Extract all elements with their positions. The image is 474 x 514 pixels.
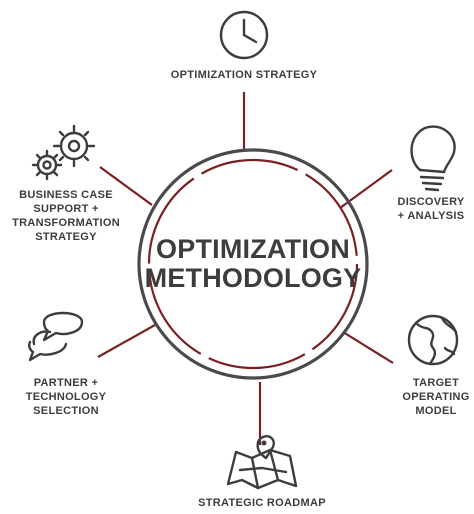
globe-icon [407, 314, 459, 366]
node-label-target-line1: TARGET [413, 377, 459, 389]
node-label-discovery-line2: + ANALYSIS [398, 210, 465, 222]
gears-icon [31, 124, 96, 181]
node-label-optimization-strategy: OPTIMIZATION STRATEGY [171, 69, 318, 81]
lightbulb-icon [410, 125, 456, 192]
spoke-upper-left [99, 166, 153, 206]
node-label-business-line2: SUPPORT + [33, 203, 98, 215]
spoke-lower-left [97, 324, 156, 358]
node-label-business-line3: TRANSFORMATION [12, 217, 120, 229]
chat-bubbles-icon [28, 311, 84, 362]
map-pin-icon [226, 435, 298, 490]
node-label-business-line1: BUSINESS CASE [19, 189, 113, 201]
center-ring [137, 148, 369, 380]
center-title-line1: OPTIMIZATION [156, 234, 350, 264]
node-label-discovery-line1: DISCOVERY [397, 196, 464, 208]
outer-ring [137, 148, 369, 380]
node-label-partner-line1: PARTNER + [34, 377, 99, 389]
node-label-partner-line2: TECHNOLOGY [26, 391, 107, 403]
node-label-target-line2: OPERATING [402, 391, 469, 403]
spoke-lower-right [342, 331, 394, 364]
node-label-business-line4: STRATEGY [35, 231, 97, 243]
center-title-line2: METHODOLOGY [145, 263, 362, 293]
node-label-target-line3: MODEL [415, 405, 456, 417]
clock-icon [219, 10, 269, 60]
inner-ring [147, 158, 359, 370]
node-label-strategic-roadmap: STRATEGIC ROADMAP [198, 497, 326, 509]
node-label-partner-line3: SELECTION [33, 405, 99, 417]
